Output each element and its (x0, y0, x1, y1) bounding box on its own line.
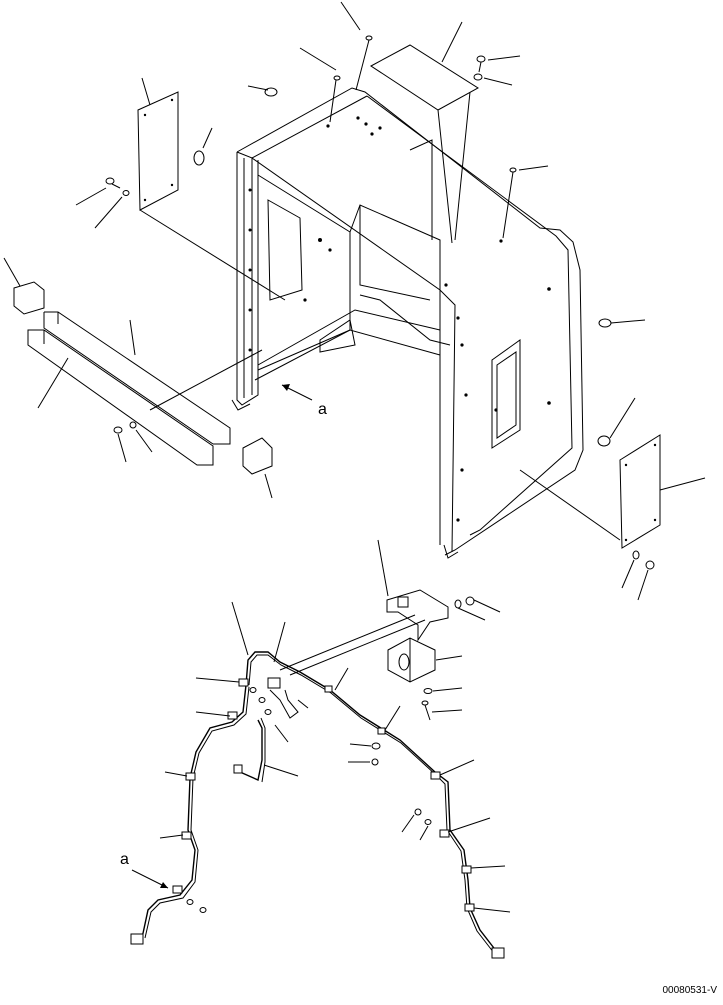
roof-cover-plate (370, 21, 479, 244)
upper-right-bolts (473, 55, 521, 86)
connector-bracket (377, 539, 501, 642)
harness-fasteners (186, 687, 432, 913)
upper-left-bolts (75, 177, 130, 229)
ref-arrow-upper (281, 384, 313, 401)
left-side-panel (137, 77, 286, 301)
top-pins (299, 1, 549, 239)
relay-box (387, 637, 463, 721)
right-panel-bolts (621, 550, 655, 601)
harness-leaders (159, 601, 511, 913)
right-side-panel (519, 434, 706, 549)
ref-label-a-lower: a (120, 851, 129, 868)
frame-holes (248, 116, 551, 522)
drawing-id: 00080531-V (662, 985, 718, 996)
lower-beam-assembly (3, 257, 273, 499)
wiring-harness (130, 614, 505, 959)
grommets (193, 85, 646, 447)
cab-frame (231, 87, 584, 559)
ref-arrow-lower (131, 869, 169, 889)
ref-label-a-upper: a (318, 401, 327, 418)
